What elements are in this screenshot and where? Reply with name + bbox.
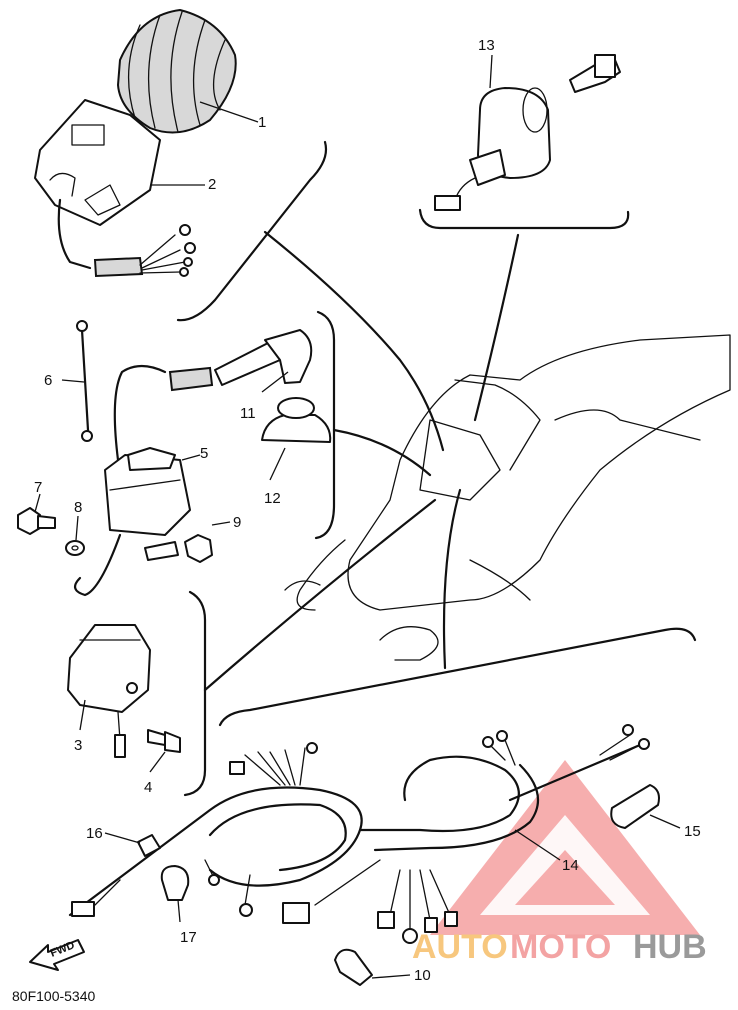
bolt-part-6 xyxy=(76,320,93,442)
nut-part-9 xyxy=(184,534,213,563)
cdi-unit-part-3 xyxy=(67,624,151,758)
callout-7: 7 xyxy=(34,479,42,496)
main-switch-part-13 xyxy=(434,54,621,211)
watermark-logo: AUTO MOTO HUB xyxy=(412,760,707,966)
plug-cap-part-11 xyxy=(168,329,313,392)
callout-1: 1 xyxy=(258,114,266,131)
line-to-frame-mid xyxy=(332,428,432,477)
bracket-top-right xyxy=(418,208,630,230)
callout-2: 2 xyxy=(208,176,216,193)
callout-8: 8 xyxy=(74,499,82,516)
callout-4: 4 xyxy=(144,779,152,796)
callout-14: 14 xyxy=(562,857,579,874)
bracket-lower-left xyxy=(183,590,207,797)
clamp-part-10 xyxy=(334,948,373,986)
switch-housing-part-2 xyxy=(34,99,196,278)
callout-3: 3 xyxy=(74,737,82,754)
callout-16: 16 xyxy=(86,825,103,842)
clamp-part-17 xyxy=(160,865,190,901)
line-to-frame-top xyxy=(263,230,445,452)
bracket-bottom xyxy=(218,627,697,727)
forward-arrow: FWD xyxy=(29,939,85,971)
bolt-part-7 xyxy=(17,507,56,535)
ignition-coil-part-5 xyxy=(73,364,191,597)
callout-15: 15 xyxy=(684,823,701,840)
watermark-moto: MOTO xyxy=(510,928,611,966)
leader-lines xyxy=(34,54,681,979)
callout-6: 6 xyxy=(44,372,52,389)
bracket-top-left xyxy=(176,140,328,322)
bolt-part-4 xyxy=(147,729,181,753)
bracket-middle xyxy=(314,310,336,540)
callout-11: 11 xyxy=(240,405,256,422)
callout-10: 10 xyxy=(414,967,431,984)
callout-12: 12 xyxy=(264,490,281,507)
watermark-auto: AUTO xyxy=(412,928,508,966)
cap-part-16 xyxy=(137,834,161,857)
line-to-frame-lower xyxy=(203,498,437,692)
sleeve-part-15 xyxy=(610,784,660,829)
grip-part-1 xyxy=(116,8,237,134)
line-to-frame-bottom xyxy=(442,488,462,670)
callout-13: 13 xyxy=(478,37,495,54)
cap-part-12 xyxy=(261,397,332,443)
line-to-frame-13 xyxy=(473,233,520,422)
watermark-hub: HUB xyxy=(633,928,707,966)
drawing-code: 80F100-5340 xyxy=(12,988,96,1004)
callout-9: 9 xyxy=(233,514,241,531)
callout-5: 5 xyxy=(200,445,208,462)
wire-harness-part-14 xyxy=(68,724,650,944)
callout-17: 17 xyxy=(180,929,197,946)
callout-numbers: 1 2 13 6 5 11 12 7 8 9 3 4 16 17 10 14 1… xyxy=(34,37,701,984)
frame-outline xyxy=(284,334,731,661)
washer-part-8 xyxy=(65,540,85,556)
